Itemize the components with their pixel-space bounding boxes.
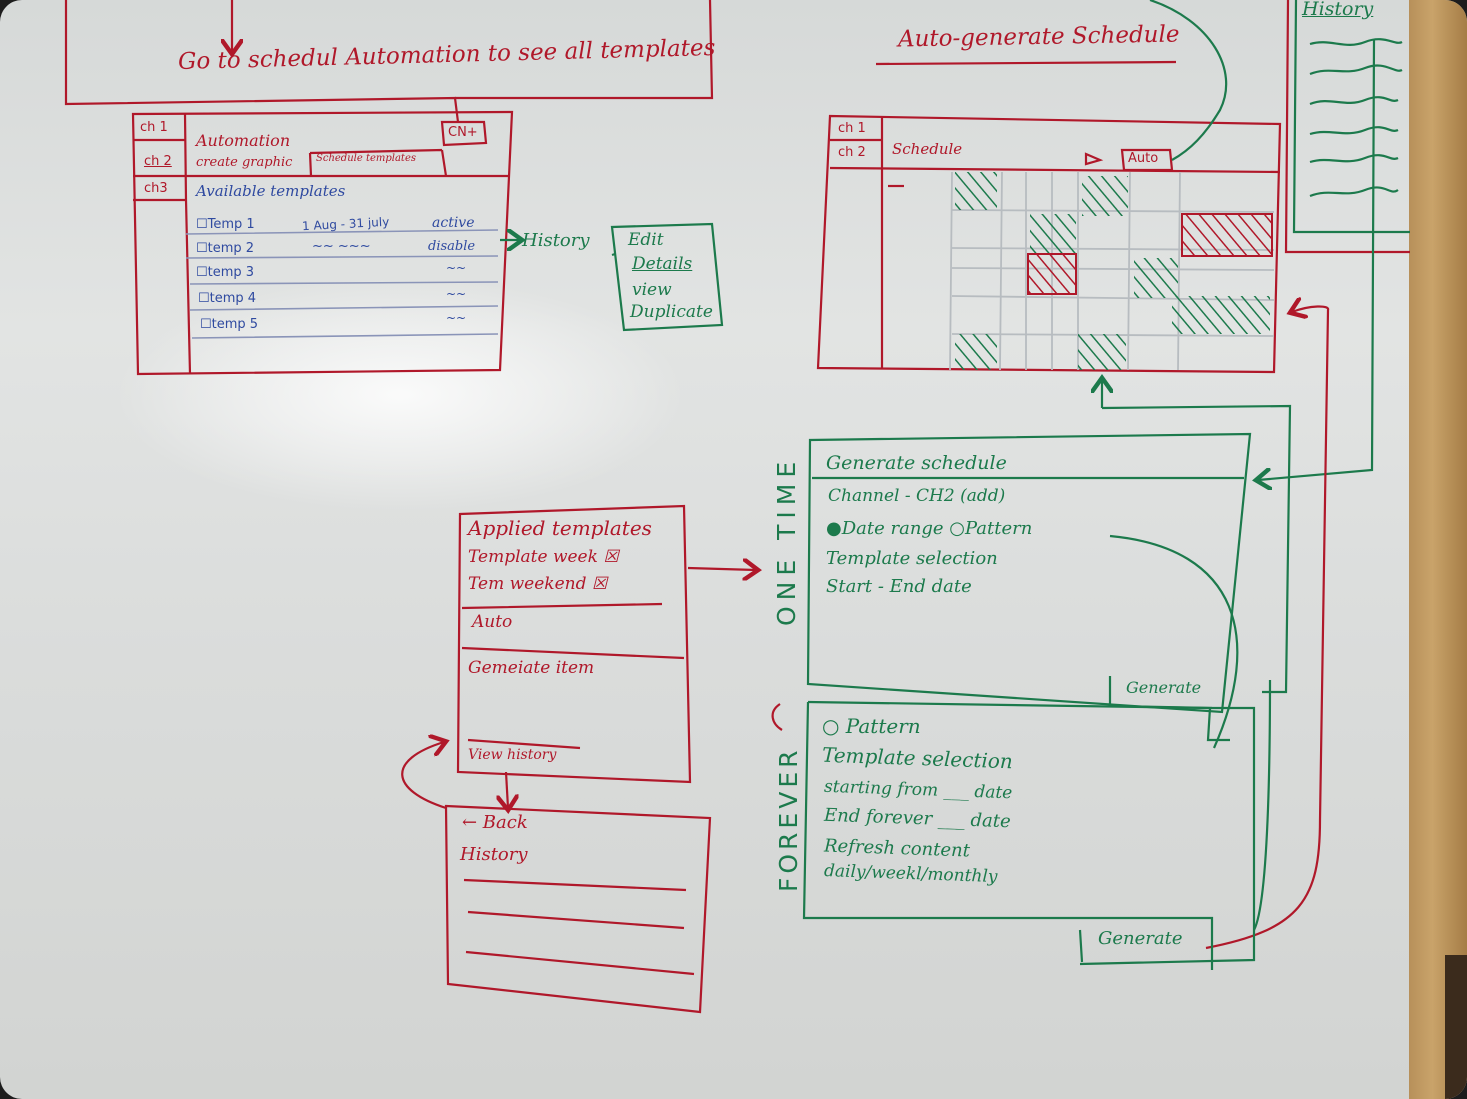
- checkbox-icon: ☐: [196, 265, 208, 280]
- automation-panel-frame: [131, 110, 514, 376]
- back-history-title: History: [460, 844, 528, 865]
- history-panel-frame: [1284, 0, 1410, 254]
- start-end-date-line[interactable]: Start - End date: [826, 576, 972, 597]
- forever-label: FOREVER: [774, 746, 803, 893]
- template-selection-line[interactable]: Template selection: [826, 548, 998, 569]
- tab-schedule-templates[interactable]: Schedule templates: [316, 153, 416, 164]
- template-row-3-status: ~~: [446, 261, 467, 275]
- template-row-5-name[interactable]: ☐temp 5: [200, 317, 259, 332]
- one-time-generate-button[interactable]: Generate: [1126, 678, 1202, 697]
- history-panel-lines: [1102, 0, 1410, 694]
- pattern-radio[interactable]: ○ Pattern: [822, 714, 921, 738]
- schedule-channel-2: ch 2: [838, 145, 866, 160]
- forever-frame: [802, 679, 1272, 970]
- forever-generate-button[interactable]: Generate: [1098, 928, 1183, 949]
- applied-section-generate-item: Gemeiate item: [468, 658, 595, 678]
- applied-panel-frame: [401, 504, 756, 808]
- refresh-content[interactable]: Refresh content: [823, 835, 971, 862]
- template-row-5-status: ~~: [446, 311, 467, 325]
- menu-view[interactable]: view: [632, 280, 672, 300]
- generate-schedule-title: Generate schedule: [826, 452, 1007, 474]
- light-glare: [120, 280, 680, 510]
- checkbox-checked-icon: ☒: [591, 574, 608, 594]
- template-row-2-status: disable: [428, 239, 476, 254]
- checkbox-icon: ☐: [198, 291, 210, 306]
- one-time-label: ONE TIME: [772, 455, 801, 626]
- menu-duplicate[interactable]: Duplicate: [630, 302, 713, 322]
- applied-templates-title: Applied templates: [468, 516, 652, 540]
- applied-section-auto: Auto: [472, 612, 513, 632]
- checkbox-checked-icon: ☒: [603, 547, 619, 567]
- back-panel-frame: [444, 804, 712, 1014]
- template-row-4-status: ~~: [446, 287, 467, 301]
- schedule-panel-frame: [816, 60, 1282, 374]
- checkbox-icon: ☐: [196, 217, 208, 232]
- view-history-link[interactable]: View history: [468, 747, 557, 763]
- template-row-3-name[interactable]: ☐temp 3: [196, 265, 255, 280]
- template-row-2-name[interactable]: ☐temp 2: [196, 241, 255, 256]
- template-row-1-name[interactable]: ☐Temp 1: [196, 217, 255, 232]
- tab-create-graphic[interactable]: create graphic: [196, 155, 293, 170]
- board-frame-shadow: [1445, 955, 1467, 1099]
- auto-generate-heading: Auto-generate Schedule: [897, 21, 1180, 53]
- template-row-4-name[interactable]: ☐temp 4: [198, 291, 257, 306]
- automation-corner-button[interactable]: CN+: [448, 125, 478, 140]
- auto-channel-2: ch 2: [144, 154, 172, 169]
- history-panel-title: History: [1302, 0, 1374, 20]
- template-row-2-range: ~~ ~~~: [312, 239, 371, 254]
- board-frame: [1409, 0, 1467, 1099]
- forever-template-selection[interactable]: Template selection: [821, 742, 1014, 774]
- available-templates-label: Available templates: [196, 182, 346, 200]
- schedule-title: Schedule: [892, 140, 963, 158]
- applied-item-weekend[interactable]: Tem weekend ☒: [468, 574, 608, 594]
- menu-edit[interactable]: Edit: [628, 230, 664, 250]
- automation-row-lines: [185, 229, 499, 339]
- date-range-radio[interactable]: ●Date range ○Pattern: [826, 518, 1033, 539]
- checkbox-icon: ☐: [196, 241, 208, 256]
- auto-button[interactable]: Auto: [1128, 151, 1159, 166]
- forever-bracket: [771, 703, 783, 731]
- template-row-1-status: active: [432, 215, 475, 231]
- auto-channel-3: ch3: [144, 181, 168, 196]
- history-to-auto-curve: [1149, 0, 1228, 161]
- history-menu-frame: [500, 222, 724, 332]
- schedule-channel-1: ch 1: [838, 121, 866, 136]
- channel-line[interactable]: Channel - CH2 (add): [828, 486, 1006, 506]
- schedule-hatched-cells: [955, 172, 1273, 370]
- menu-details[interactable]: Details: [632, 254, 693, 274]
- red-connector: [1205, 306, 1330, 950]
- history-link[interactable]: History: [522, 230, 590, 251]
- back-button[interactable]: ← Back: [462, 812, 528, 833]
- automation-title: Automation: [196, 131, 291, 150]
- applied-item-week[interactable]: Template week ☒: [468, 547, 619, 567]
- checkbox-icon: ☐: [200, 317, 212, 332]
- top-frame: [64, 0, 714, 123]
- auto-channel-1: ch 1: [140, 120, 168, 135]
